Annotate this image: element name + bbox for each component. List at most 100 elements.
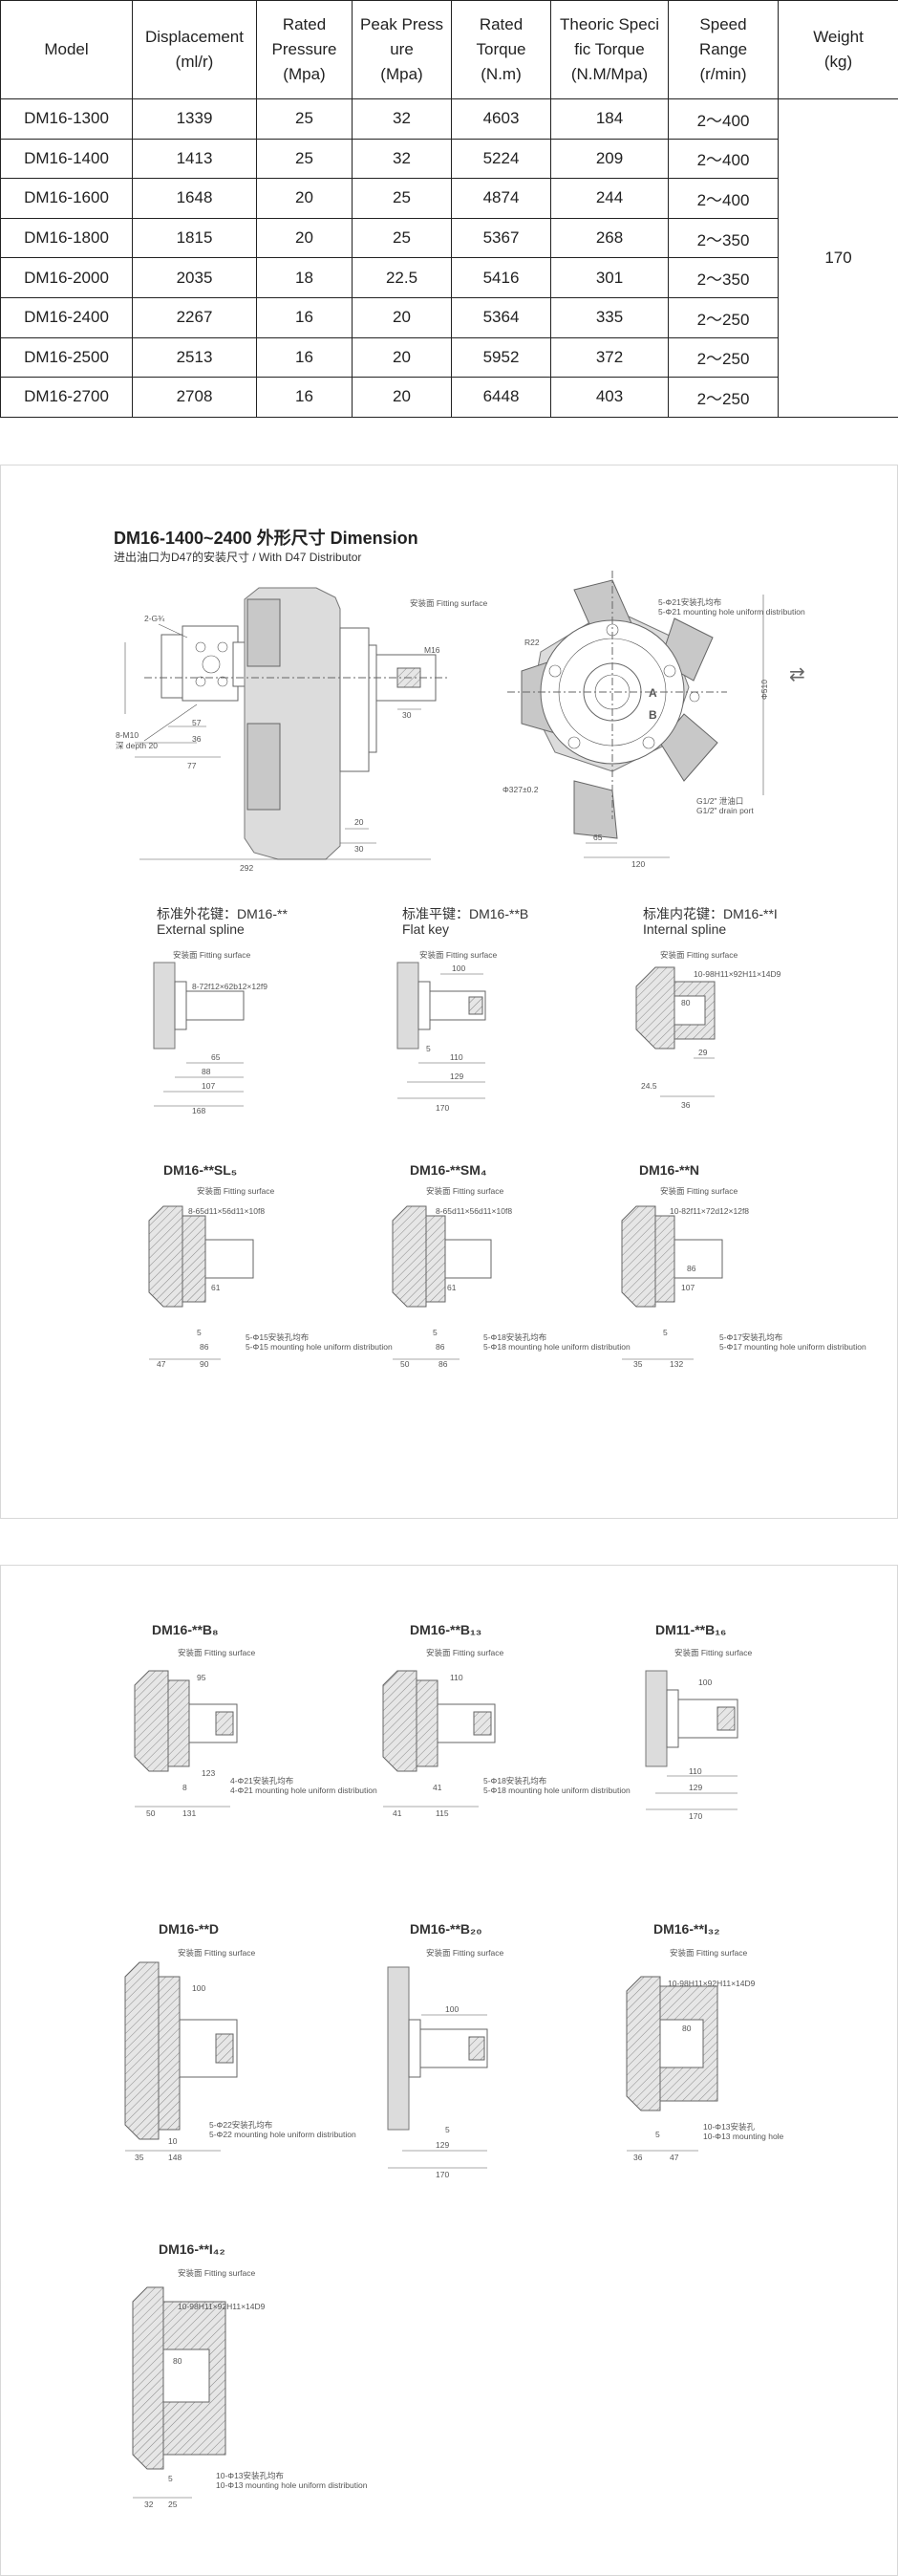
- variant-i42-hole-en: 10-Φ13 mounting hole uniform distributio…: [216, 2480, 368, 2490]
- cell-speed-range: 2～400: [668, 98, 779, 140]
- spline-int-spec: 10-98H11×92H11×14D9: [694, 969, 781, 979]
- cell-specific-torque: 244: [550, 178, 669, 219]
- bolt-label: 8-M10: [116, 730, 139, 740]
- spline-ext: 标准外花键：DM16-** External spline 安装面 Fittin…: [153, 906, 288, 1115]
- variant-b13-dim-1: 110: [450, 1673, 463, 1682]
- variant-i32-fitting: 安装面 Fitting surface: [670, 1948, 748, 1958]
- variant-b16: DM11-**B₁₆ 安装面 Fitting surface 100 110 1…: [645, 1622, 753, 1821]
- spline-ext-title: 标准外花键：DM16-**: [157, 906, 288, 921]
- variant-i32-dim-4: 47: [670, 2153, 679, 2162]
- variant-sm-spec: 8-65d11×56d11×10f8: [436, 1206, 512, 1216]
- cell-displacement: 2267: [132, 296, 257, 338]
- variant-sm-dim-5: 86: [438, 1359, 448, 1369]
- variant-b13-title: DM16-**B₁₃: [410, 1622, 481, 1637]
- variant-n-fitting: 安装面 Fitting surface: [660, 1186, 738, 1196]
- variant-b8-dim-2: 123: [202, 1768, 215, 1778]
- cell-specific-torque: 403: [550, 377, 669, 418]
- cell-model: DM16-2000: [0, 257, 133, 298]
- cell-specific-torque: 268: [550, 217, 669, 259]
- cell-model: DM16-1400: [0, 138, 133, 180]
- variant-d: DM16-**D 安装面 Fitting surface 100 10 148 …: [124, 1921, 356, 2162]
- variant-b13-hole-en: 5-Φ18 mounting hole uniform distribution: [483, 1786, 631, 1795]
- spline-flat-title: 标准平键：DM16-**B: [402, 906, 528, 921]
- cell-model: DM16-2400: [0, 296, 133, 338]
- cell-rated-torque: 4603: [451, 98, 551, 140]
- variant-b20-dim-1: 100: [445, 2004, 459, 2014]
- variant-i32-dim-2: 5: [655, 2130, 660, 2139]
- spec-table: Model Displacement (ml/r) Rated Pressure…: [0, 0, 898, 418]
- variant-i32-dim-3: 36: [633, 2153, 643, 2162]
- cell-peak-pressure: 20: [352, 336, 452, 379]
- table-body: DM16-1300 1339 25 32 4603 184 2～400 170 …: [0, 98, 898, 418]
- table-row: DM16-1400 1413 25 32 5224 209 2～400: [0, 138, 898, 180]
- variant-b8-dim-4: 50: [146, 1808, 156, 1818]
- variant-sl-title: DM16-**SL₅: [163, 1162, 237, 1178]
- dimension-title: DM16-1400~2400 外形尺寸 Dimension: [114, 528, 418, 548]
- rotation-arrow-icon: ⇄: [789, 664, 805, 685]
- cell-specific-torque: 335: [550, 296, 669, 338]
- variant-i42-title: DM16-**I₄₂: [159, 2241, 225, 2257]
- variant-b13-dim-3: 41: [393, 1808, 402, 1818]
- variant-i42-dim-1: 80: [173, 2356, 182, 2366]
- cell-speed-range: 2～250: [668, 336, 779, 379]
- cell-specific-torque: 184: [550, 98, 669, 140]
- table-row: DM16-2500 2513 16 20 5952 372 2～250: [0, 336, 898, 379]
- cell-rated-pressure: 16: [256, 336, 353, 379]
- variant-sm-title: DM16-**SM₄: [410, 1162, 487, 1178]
- dimension-subtitle: 进出油口为D47的安装尺寸 / With D47 Distributor: [114, 550, 361, 564]
- variant-b20-dim-2: 5: [445, 2125, 450, 2134]
- variant-b8-title: DM16-**B₈: [152, 1622, 219, 1637]
- variant-sm-dim-4: 50: [400, 1359, 410, 1369]
- variant-d-fitting: 安装面 Fitting surface: [178, 1948, 256, 1958]
- variant-n-dim-4: 35: [633, 1359, 643, 1369]
- spline-int-subtitle: Internal spline: [643, 921, 726, 937]
- table-row: DM16-1300 1339 25 32 4603 184 2～400 170: [0, 98, 898, 418]
- dimension-drawing-1: DM16-1400~2400 外形尺寸 Dimension 进出油口为D47的安…: [114, 528, 866, 1369]
- spline-flat-dim-1: 5: [426, 1044, 431, 1053]
- spline-int: 标准内花键：DM16-**I Internal spline 安装面 Fitti…: [635, 906, 781, 1110]
- cell-model: DM16-2700: [0, 377, 133, 418]
- dimension-panel-2: DM16-**B₈ 安装面 Fitting surface 95 123 8 5…: [0, 1565, 898, 2576]
- variant-d-hole-en: 5-Φ22 mounting hole uniform distribution: [209, 2130, 356, 2139]
- cell-peak-pressure: 20: [352, 377, 452, 418]
- variant-b13-hole: 5-Φ18安装孔均布: [483, 1776, 546, 1786]
- variant-n-spec: 10-82f11×72d12×12f8: [670, 1206, 749, 1216]
- variant-i42-dim-4: 25: [168, 2500, 178, 2509]
- cell-displacement: 1413: [132, 138, 257, 180]
- depth-label: 深 depth 20: [116, 741, 158, 750]
- cell-rated-pressure: 20: [256, 217, 353, 259]
- variant-sl-dim-1: 61: [211, 1283, 221, 1292]
- variant-sm: DM16-**SM₄ 安装面 Fitting surface 8-65d11×5…: [392, 1162, 631, 1369]
- cell-specific-torque: 301: [550, 257, 669, 298]
- spline-ext-dim-1: 65: [211, 1052, 221, 1062]
- variant-d-dim-1: 100: [192, 1983, 205, 1993]
- table-row: DM16-2700 2708 16 20 6448 403 2～250: [0, 377, 898, 418]
- cell-speed-range: 2～350: [668, 217, 779, 259]
- header-speed-range: Speed Range (r/min): [668, 0, 779, 99]
- variant-sm-dim-2: 5: [433, 1328, 438, 1337]
- cell-displacement: 2708: [132, 377, 257, 418]
- table-row: DM16-2400 2267 16 20 5364 335 2～250: [0, 296, 898, 338]
- variant-n: DM16-**N 安装面 Fitting surface 10-82f11×72…: [621, 1162, 866, 1369]
- variant-b16-dim-2: 110: [689, 1766, 702, 1776]
- spline-int-fitting: 安装面 Fitting surface: [660, 950, 738, 960]
- dim-65: 65: [593, 833, 603, 842]
- variant-b16-dim-4: 170: [689, 1811, 702, 1821]
- dimension-drawing-2: DM16-**B₈ 安装面 Fitting surface 95 123 8 5…: [124, 1622, 784, 2509]
- variant-n-dim-3: 5: [663, 1328, 668, 1337]
- variant-b13-dim-2: 41: [433, 1783, 442, 1792]
- variant-b8: DM16-**B₈ 安装面 Fitting surface 95 123 8 5…: [134, 1622, 377, 1818]
- variant-i32-spec: 10-98H11×92H11×14D9: [668, 1979, 756, 1988]
- variant-d-title: DM16-**D: [159, 1921, 219, 1937]
- cell-rated-torque: 5416: [451, 257, 551, 298]
- variant-b13-fitting: 安装面 Fitting surface: [426, 1648, 504, 1657]
- cell-specific-torque: 372: [550, 336, 669, 379]
- holes-label: 5-Φ21安装孔均布: [658, 597, 721, 607]
- variant-b13: DM16-**B₁₃ 安装面 Fitting surface 110 41 41…: [382, 1622, 631, 1818]
- variant-sl-hole-en: 5-Φ15 mounting hole uniform distribution: [246, 1342, 393, 1352]
- variant-n-hole-en: 5-Φ17 mounting hole uniform distribution: [719, 1342, 866, 1352]
- cell-model: DM16-2500: [0, 336, 133, 379]
- variant-b8-hole: 4-Φ21安装孔均布: [230, 1776, 293, 1786]
- variant-b20-title: DM16-**B₂₀: [410, 1921, 482, 1937]
- spline-flat-spec: 100: [452, 963, 465, 973]
